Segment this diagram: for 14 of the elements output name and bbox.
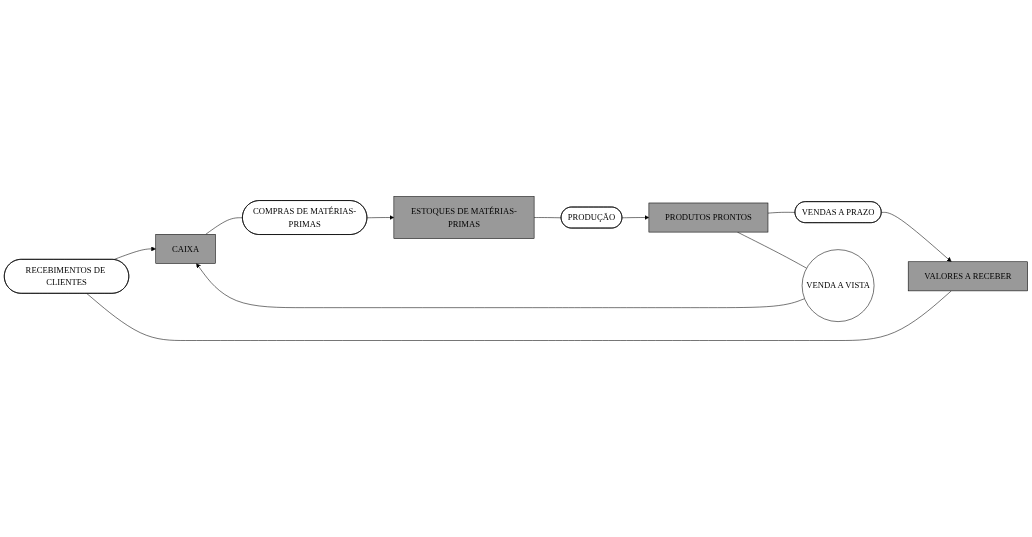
connector-line	[767, 212, 796, 214]
process-ellipse: COMPRAS DE MATÉRIAS-PRIMAS	[242, 200, 368, 235]
process-box: PRODUTOS PRONTOS	[648, 202, 769, 233]
connector-line	[205, 217, 243, 235]
process-ellipse: RECEBIMENTOS DE CLIENTES	[4, 259, 130, 294]
process-ellipse: VENDAS A PRAZO	[794, 201, 882, 223]
connector-line	[737, 231, 807, 269]
process-box: ESTOQUES DE MATÉRIAS-PRIMAS	[393, 196, 535, 239]
process-circle: VENDA A VISTA	[801, 249, 875, 322]
process-box: VALORES A RECEBER	[907, 261, 1028, 292]
process-box: CAIXA	[155, 234, 216, 264]
process-ellipse: PRODUÇÃO	[560, 206, 623, 229]
connector-line	[533, 217, 562, 219]
connector-line	[86, 290, 952, 341]
